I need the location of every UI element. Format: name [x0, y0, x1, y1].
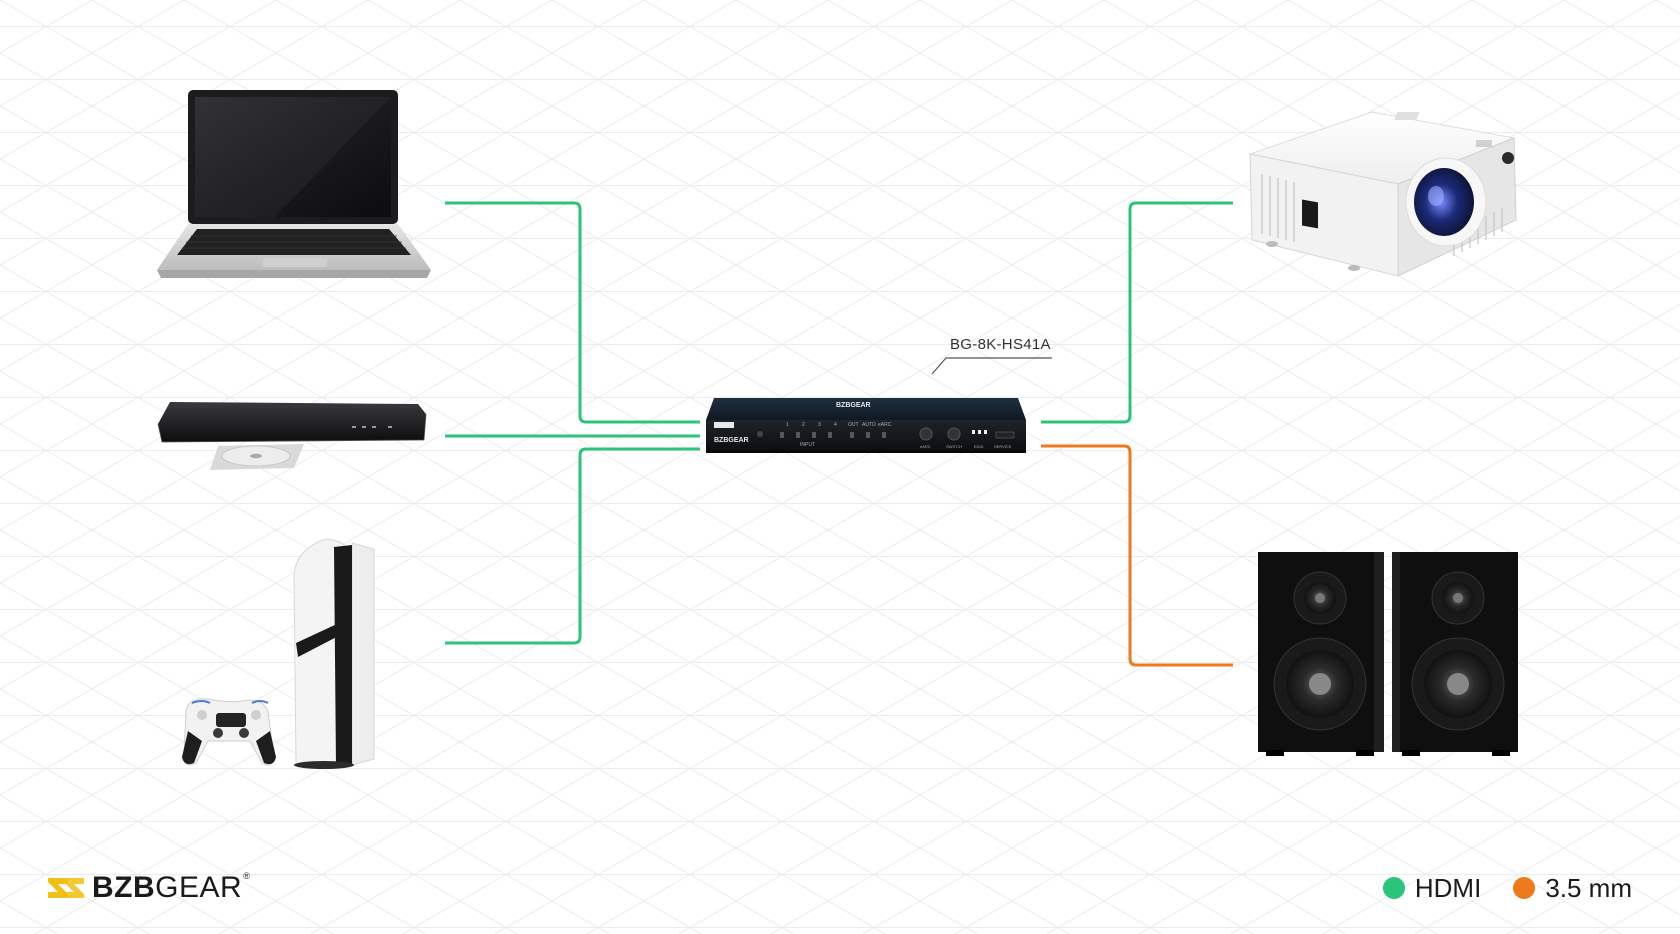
- switcher-brand-top: BZBGEAR: [836, 402, 871, 409]
- switcher-button-3: 3: [818, 422, 821, 428]
- model-label: BG-8K-HS41A: [950, 336, 1051, 353]
- legend-item-hdmi: HDMI: [1382, 873, 1481, 904]
- switcher-input-label: INPUT: [800, 442, 815, 448]
- game-console-icon: [182, 538, 375, 769]
- switcher-device: BZBGEAR BZBGEAR 1 2 3 4 INPUT OUT AUTO e…: [700, 392, 1032, 463]
- audio-dot-icon: [1513, 877, 1536, 899]
- switcher-mode-earc: eARC: [878, 422, 892, 428]
- speaker-left: [1258, 552, 1384, 756]
- switcher-button-4: 4: [834, 422, 837, 428]
- switcher-port-edid: EDID: [974, 444, 984, 449]
- switcher-port-service: SERVICE: [994, 444, 1012, 449]
- brand-name: BZBGEAR®: [92, 871, 251, 904]
- switcher-brand-front: BZBGEAR: [714, 437, 749, 444]
- speakers-icon: [1258, 552, 1518, 756]
- switcher-port-switch: SWITCH: [946, 444, 962, 449]
- bluray-player-icon: [157, 402, 427, 470]
- console-hdmi-line: [445, 447, 700, 645]
- brand-logo: BZBGEAR®: [46, 870, 250, 906]
- projector-icon: [1248, 111, 1517, 277]
- speakers-audio-line: [1041, 444, 1233, 667]
- hdmi-dot-icon: [1382, 877, 1405, 899]
- switcher-mode-out: OUT: [848, 422, 859, 428]
- switcher-button-2: 2: [802, 422, 805, 428]
- model-leader-line: [931, 357, 1052, 375]
- bzbgear-logo-icon: [48, 878, 84, 898]
- switcher-button-1: 1: [786, 422, 789, 428]
- laptop-icon: [157, 90, 431, 278]
- legend-item-audio: 3.5 mm: [1513, 873, 1632, 904]
- switcher-mode-auto: AUTO: [862, 422, 876, 428]
- speaker-right: [1392, 552, 1518, 756]
- laptop-hdmi-line: [445, 201, 700, 424]
- legend: HDMI 3.5 mm: [1382, 870, 1632, 906]
- projector-hdmi-line: [1041, 201, 1233, 424]
- switcher-port-earc: eARC: [920, 444, 931, 449]
